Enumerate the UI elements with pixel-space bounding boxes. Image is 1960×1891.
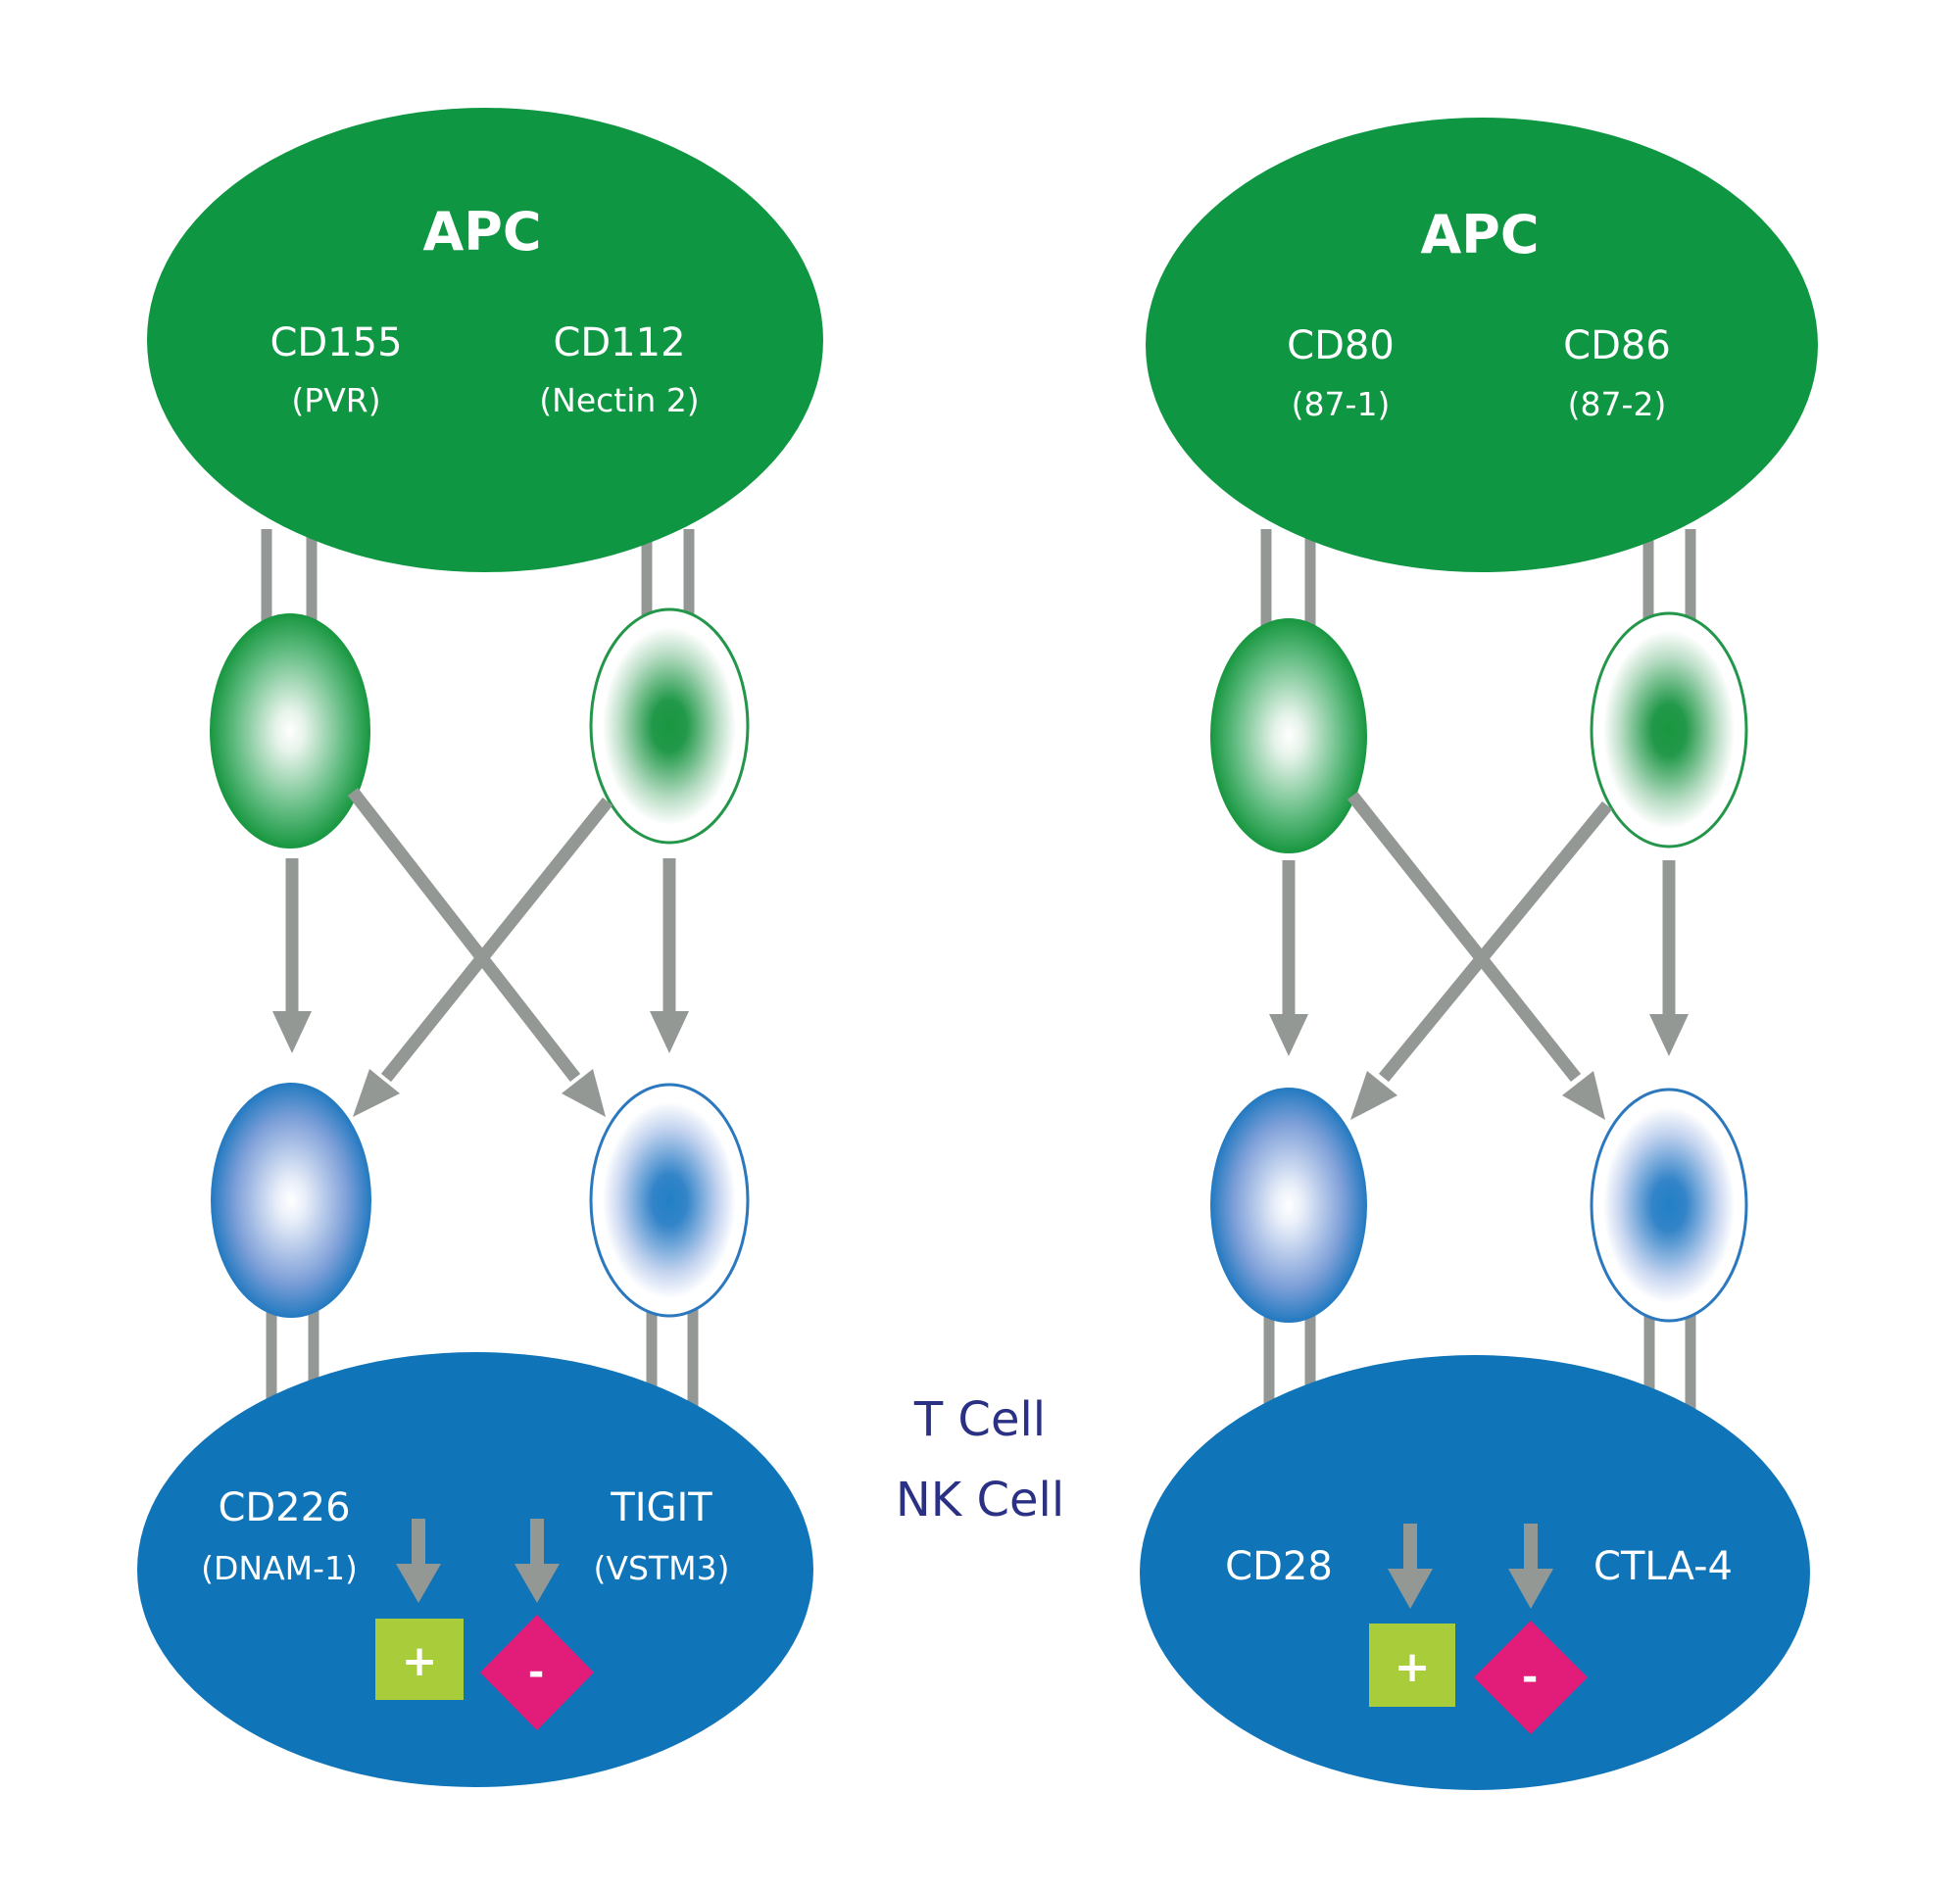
ligand-cd80-alias: (87-1) xyxy=(1292,385,1391,423)
receptor-ctla4-molecule xyxy=(1590,1088,1748,1323)
ligand-cd155-alias: (PVR) xyxy=(291,381,380,419)
receptor-cd28-molecule xyxy=(1210,1088,1367,1323)
receptor-tigit-alias: (VSTM3) xyxy=(594,1549,730,1587)
arrowhead xyxy=(562,1069,606,1117)
activating-signal-sign: + xyxy=(402,1636,438,1686)
ligand-cd112-label: CD112 xyxy=(553,320,685,365)
activating-signal-box xyxy=(1369,1624,1455,1707)
right-panel: APC CD80 (87-1) CD86 (87-2) CD28 CTLA-4 xyxy=(1140,118,1818,1790)
activating-signal-box xyxy=(375,1619,464,1700)
ligand-cd86-label: CD86 xyxy=(1563,323,1671,368)
ligand-cd86-alias: (87-2) xyxy=(1568,385,1667,423)
apc-title: APC xyxy=(1421,204,1540,266)
effector-cell xyxy=(1140,1355,1810,1790)
arrowhead xyxy=(1350,1071,1397,1120)
interaction-arrow xyxy=(380,797,613,1083)
receptor-tigit-label: TIGIT xyxy=(610,1485,712,1530)
arrowhead xyxy=(272,1011,312,1053)
interaction-arrow xyxy=(1378,800,1613,1083)
signal-arrow-shaft xyxy=(412,1519,425,1568)
inhibitory-signal-sign: - xyxy=(1522,1655,1539,1700)
effector-cell xyxy=(137,1352,813,1787)
center-label: T Cell NK Cell xyxy=(896,1392,1064,1527)
arrowhead xyxy=(353,1069,400,1117)
arrowhead xyxy=(650,1011,689,1053)
arrowhead xyxy=(1649,1014,1689,1056)
inhibitory-signal-sign: - xyxy=(528,1650,545,1695)
receptor-cd28-label: CD28 xyxy=(1225,1544,1333,1589)
ligand-cd155-molecule xyxy=(210,613,370,849)
signal-arrow-shaft xyxy=(1524,1524,1538,1573)
activating-signal-sign: + xyxy=(1395,1642,1431,1692)
ligand-cd86-molecule xyxy=(1590,611,1748,849)
receptor-cd226-label: CD226 xyxy=(218,1485,350,1530)
signal-arrowhead xyxy=(396,1564,441,1603)
signal-arrow-shaft xyxy=(530,1519,544,1568)
arrowhead xyxy=(1562,1071,1605,1120)
ligand-cd112-molecule xyxy=(589,607,750,845)
interaction-arrow xyxy=(347,788,581,1082)
t-cell-label: T Cell xyxy=(913,1392,1046,1447)
nk-cell-label: NK Cell xyxy=(896,1473,1064,1527)
receptor-cd226-alias: (DNAM-1) xyxy=(201,1549,358,1587)
signal-arrowhead xyxy=(514,1564,560,1603)
ligand-cd112-alias: (Nectin 2) xyxy=(539,381,699,419)
signal-arrowhead xyxy=(1388,1569,1433,1609)
left-panel: APC CD155 (PVR) CD112 (Nectin 2) CD226 (… xyxy=(137,108,823,1787)
receptor-tigit-molecule xyxy=(589,1083,750,1318)
apc-title: APC xyxy=(423,201,542,263)
receptor-cd226-molecule xyxy=(211,1083,371,1318)
arrowhead xyxy=(1269,1014,1308,1056)
inhibitory-signal-diamond xyxy=(1474,1621,1588,1734)
apc-cell xyxy=(1146,118,1818,572)
ligand-cd155-label: CD155 xyxy=(270,320,402,365)
signal-arrow-shaft xyxy=(1403,1524,1417,1573)
apc-cell xyxy=(147,108,823,572)
signal-arrowhead xyxy=(1508,1569,1553,1609)
interaction-arrow xyxy=(1347,791,1582,1083)
ligand-cd80-molecule xyxy=(1210,618,1367,853)
receptor-ctla4-label: CTLA-4 xyxy=(1593,1544,1733,1589)
inhibitory-signal-diamond xyxy=(480,1615,594,1730)
ligand-cd80-label: CD80 xyxy=(1287,323,1395,368)
